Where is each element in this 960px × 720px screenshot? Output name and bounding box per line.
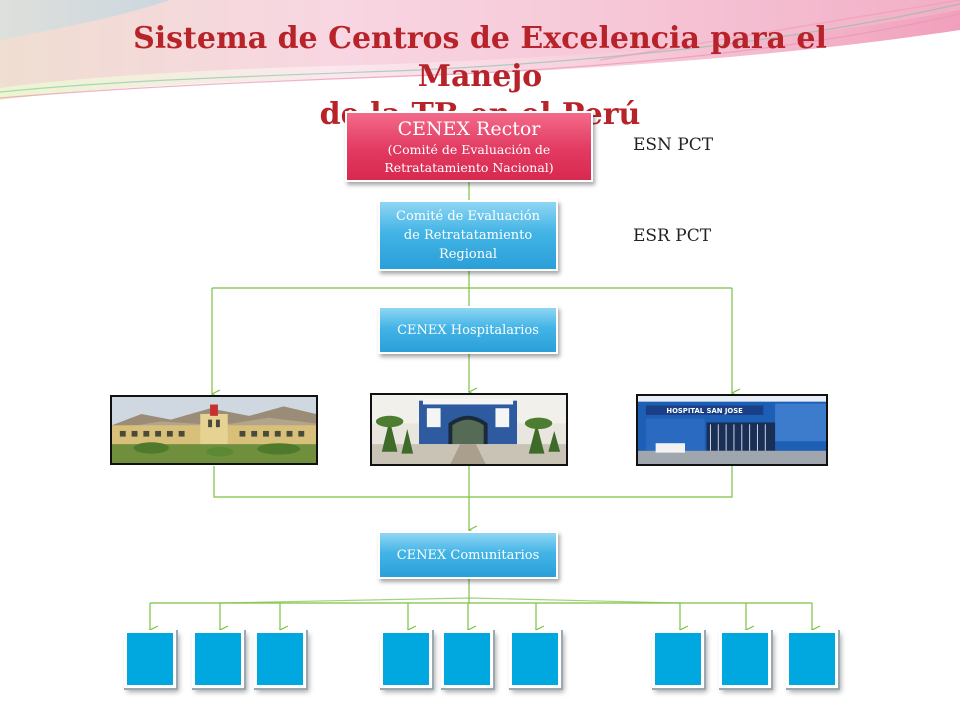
- comite-regional-box: Comité de Evaluación de Retratatamiento …: [378, 200, 558, 271]
- community-center-box-5: [441, 630, 493, 688]
- comite-regional-line-3: Regional: [438, 247, 498, 262]
- esn-pct-label: ESN PCT: [633, 135, 714, 155]
- esr-pct-label: ESR PCT: [633, 226, 712, 246]
- community-center-box-6: [509, 630, 561, 688]
- cenex-rector-box: CENEX Rector (Comité de Evaluación de Re…: [345, 111, 593, 182]
- title-line-1: Sistema de Centros de Excelencia para el…: [133, 21, 827, 94]
- cenex-comunitarios-box: CENEX Comunitarios: [378, 531, 558, 579]
- hospital-building-photo-1: [110, 395, 318, 465]
- cenex-rector-sublabel-2: Retratatamiento Nacional): [384, 159, 554, 175]
- hospital-san-jose-photo-3: HOSPITAL SAN JOSE: [636, 394, 828, 466]
- cenex-rector-label: CENEX Rector: [397, 117, 541, 140]
- hospital-gate-photo-2: [370, 393, 568, 466]
- community-center-box-1: [124, 630, 176, 688]
- connector-hospitals-return: [213, 466, 733, 498]
- community-center-box-9: [786, 630, 838, 688]
- community-center-box-8: [719, 630, 771, 688]
- community-center-box-3: [254, 630, 306, 688]
- cenex-rector-sublabel-1: (Comité de Evaluación de: [387, 141, 551, 157]
- cenex-comunitarios-label: CENEX Comunitarios: [396, 547, 540, 563]
- comite-regional-line-2: de Retratatamiento: [403, 228, 533, 243]
- community-center-box-4: [380, 630, 432, 688]
- hospital-sign-text: HOSPITAL SAN JOSE: [666, 407, 743, 415]
- community-center-box-2: [192, 630, 244, 688]
- comite-regional-line-1: Comité de Evaluación: [396, 209, 540, 224]
- cenex-hospitalarios-label: CENEX Hospitalarios: [397, 322, 539, 338]
- community-center-box-7: [652, 630, 704, 688]
- cenex-hospitalarios-box: CENEX Hospitalarios: [378, 306, 558, 354]
